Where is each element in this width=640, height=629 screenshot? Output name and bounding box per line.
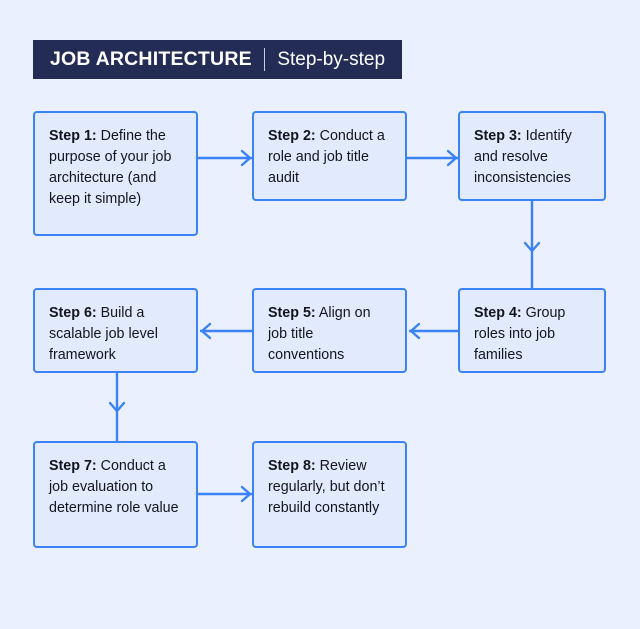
step-box-2[interactable]: Step 2: Conduct a role and job title aud…	[252, 111, 407, 201]
step-label-2: Step 2:	[268, 128, 316, 144]
header-divider-icon	[263, 48, 266, 71]
step-box-6[interactable]: Step 6: Build a scalable job level frame…	[33, 288, 198, 373]
connector-step1-step2	[198, 149, 252, 167]
step-text-2: Conduct a role and job title audit	[268, 128, 385, 187]
connector-step7-step8	[198, 485, 252, 503]
step-label-6: Step 6:	[49, 305, 97, 321]
step-label-7: Step 7:	[49, 458, 97, 474]
step-label-1: Step 1:	[49, 128, 97, 144]
step-box-7[interactable]: Step 7: Conduct a job evaluation to dete…	[33, 441, 198, 548]
step-box-5[interactable]: Step 5: Align on job title conventions	[252, 288, 407, 373]
step-label-8: Step 8:	[268, 458, 316, 474]
step-box-1[interactable]: Step 1: Define the purpose of your job a…	[33, 111, 198, 236]
step-label-3: Step 3:	[474, 128, 522, 144]
step-text-1: Define the purpose of your job architect…	[49, 128, 172, 208]
step-text-6: Build a scalable job level framework	[49, 305, 158, 364]
step-text-4: Group roles into job families	[474, 305, 566, 364]
connector-step6-step7	[108, 373, 126, 441]
connector-step5-step6	[200, 322, 254, 340]
connector-step2-step3	[407, 149, 458, 167]
header-title: JOB ARCHITECTURE	[50, 48, 252, 70]
step-text-5: Align on job title conventions	[268, 305, 371, 364]
header-subtitle: Step-by-step	[277, 48, 386, 70]
step-box-3[interactable]: Step 3: Identify and resolve inconsisten…	[458, 111, 606, 201]
connector-step4-step5	[409, 322, 460, 340]
step-text-7: Conduct a job evaluation to determine ro…	[49, 458, 179, 517]
step-text-8: Review regularly, but don’t rebuild cons…	[268, 458, 385, 517]
step-label-4: Step 4:	[474, 305, 522, 321]
step-label-5: Step 5:	[268, 305, 316, 321]
step-text-3: Identify and resolve inconsistencies	[474, 128, 572, 187]
header-banner: JOB ARCHITECTURE Step-by-step	[33, 40, 403, 79]
connector-step3-step4	[523, 201, 541, 288]
step-box-4[interactable]: Step 4: Group roles into job families	[458, 288, 606, 373]
step-box-8[interactable]: Step 8: Review regularly, but don’t rebu…	[252, 441, 407, 548]
